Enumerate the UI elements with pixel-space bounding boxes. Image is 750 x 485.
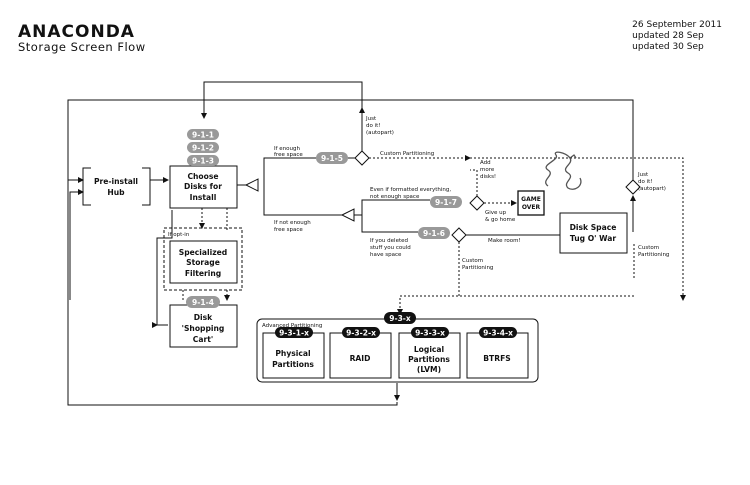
specialized-label-1: Specialized [179, 248, 228, 257]
tug-o-war-box[interactable]: Disk Space Tug O' War [559, 212, 628, 254]
pill-916-group: 9-1-6 [418, 227, 450, 239]
note-give-up-1: Give up [485, 210, 507, 216]
pill-916: 9-1-6 [423, 229, 445, 238]
note-just-do-it-top-1: Just [365, 116, 377, 122]
raid-label: RAID [350, 354, 371, 363]
note-just-do-it-right-2: do it! [638, 179, 653, 185]
note-just-do-it-top-2: do it! [366, 123, 381, 129]
note-give-up-2: & go home [485, 217, 516, 223]
note-if-not-enough-1: If not enough [274, 220, 311, 226]
decision-diamond-mid [469, 195, 485, 211]
physical-label-2: Partitions [272, 360, 314, 369]
choose-label-1: Choose [187, 172, 218, 181]
flow-symbols [244, 150, 641, 243]
cart-label-2: 'Shopping [182, 324, 225, 333]
raid-box[interactable]: 9-3-2-x RAID [329, 327, 392, 379]
game-over-box: GAME OVER [517, 190, 545, 216]
cart-label-3: Cart' [193, 335, 213, 344]
pill-917-group: 9-1-7 [430, 196, 462, 208]
pill-917: 9-1-7 [435, 198, 457, 207]
pill-932x: 9-3-2-x [346, 329, 376, 338]
game-over-label-1: GAME [521, 196, 541, 203]
note-just-do-it-right-3: (autopart) [638, 186, 666, 192]
date-updated-1: updated 28 Sep [632, 31, 704, 41]
choose-disks-box[interactable]: Choose Disks for Install [169, 165, 238, 209]
pill-group-911: 9-1-1 9-1-2 9-1-3 [187, 129, 219, 166]
decision-diamond-right [625, 179, 641, 195]
physical-partitions-box[interactable]: 9-3-1-x Physical Partitions [262, 327, 325, 379]
hub-label-1: Pre-install [94, 177, 138, 186]
branch-triangle-bottom [340, 208, 355, 222]
pill-914-group: 9-1-4 [186, 296, 220, 308]
note-even-formatted-1: Even if formatted everything, [370, 187, 451, 193]
note-custom-mid-2: Partitioning [462, 265, 493, 271]
advanced-partitioning-panel: Advanced Partitioning 9-3-x 9-3-1-x Phys… [256, 312, 539, 383]
cart-label-1: Disk [194, 313, 213, 322]
note-deleted-2: stuff you could [370, 245, 411, 251]
pill-915: 9-1-5 [321, 154, 343, 163]
note-even-formatted-2: not enough space [370, 194, 420, 200]
specialized-label-3: Filtering [185, 269, 221, 278]
hub-label-2: Hub [107, 188, 125, 197]
specialized-storage-box[interactable]: Specialized Storage Filtering [169, 240, 238, 284]
btrfs-box[interactable]: 9-3-4-x BTRFS [466, 327, 529, 379]
logical-label-1: Logical [414, 345, 444, 354]
note-deleted-1: If you deleted [370, 238, 408, 244]
pill-931x: 9-3-1-x [279, 329, 309, 338]
decision-diamond-top [354, 150, 370, 166]
if-opt-in-note: If opt-in [168, 232, 190, 238]
physical-label-1: Physical [275, 349, 310, 358]
app-subtitle: Storage Screen Flow [18, 40, 146, 54]
note-if-not-enough-2: free space [274, 227, 303, 233]
note-just-do-it-top-3: (autopart) [366, 130, 394, 136]
note-add-more-1: Add [480, 160, 491, 166]
date-updated-2: updated 30 Sep [632, 42, 704, 52]
note-just-do-it-right-1: Just [637, 172, 649, 178]
date-block: 26 September 2011 updated 28 Sep updated… [632, 20, 722, 53]
btrfs-label: BTRFS [483, 354, 510, 363]
logical-label-3: (LVM) [417, 365, 441, 374]
note-deleted-3: have space [370, 252, 402, 258]
snake-icon [545, 151, 582, 190]
advanced-label: Advanced Partitioning [262, 323, 322, 329]
tug-label-1: Disk Space [570, 223, 617, 232]
logical-label-2: Partitions [408, 355, 450, 364]
note-add-more-2: more [480, 167, 495, 173]
pill-914: 9-1-4 [192, 298, 214, 307]
note-add-more-3: disks! [480, 174, 496, 180]
pill-934x: 9-3-4-x [483, 329, 513, 338]
note-custom-mid-1: Custom [462, 258, 483, 264]
game-over-label-2: OVER [522, 204, 541, 211]
note-make-room: Make room! [488, 238, 521, 244]
pill-933x: 9-3-3-x [415, 329, 445, 338]
app-title: ANACONDA [18, 22, 135, 42]
note-custom-right-1: Custom [638, 245, 659, 251]
branch-triangle-top [244, 178, 259, 192]
pill-912: 9-1-2 [192, 144, 214, 153]
flow-notes: Just do it! (autopart) If enough free sp… [274, 116, 669, 271]
note-custom-top: Custom Partitioning [380, 151, 434, 157]
pre-install-hub[interactable]: Pre-install Hub [82, 167, 151, 206]
note-custom-right-2: Partitioning [638, 252, 669, 258]
pill-913: 9-1-3 [192, 157, 214, 166]
tug-label-2: Tug O' War [570, 234, 616, 243]
pill-93x: 9-3-x [389, 314, 411, 323]
logical-partitions-box[interactable]: 9-3-3-x Logical Partitions (LVM) [398, 327, 461, 379]
choose-label-3: Install [190, 193, 217, 202]
specialized-label-2: Storage [186, 258, 220, 267]
pill-915-group: 9-1-5 [316, 152, 348, 164]
choose-label-2: Disks for [184, 182, 222, 191]
note-if-enough-2: free space [274, 152, 303, 158]
note-if-enough-1: If enough [274, 146, 301, 152]
pill-911: 9-1-1 [192, 131, 214, 140]
shopping-cart-box[interactable]: Disk 'Shopping Cart' [169, 304, 238, 348]
decision-diamond-low [451, 227, 467, 243]
date-created: 26 September 2011 [632, 20, 722, 30]
